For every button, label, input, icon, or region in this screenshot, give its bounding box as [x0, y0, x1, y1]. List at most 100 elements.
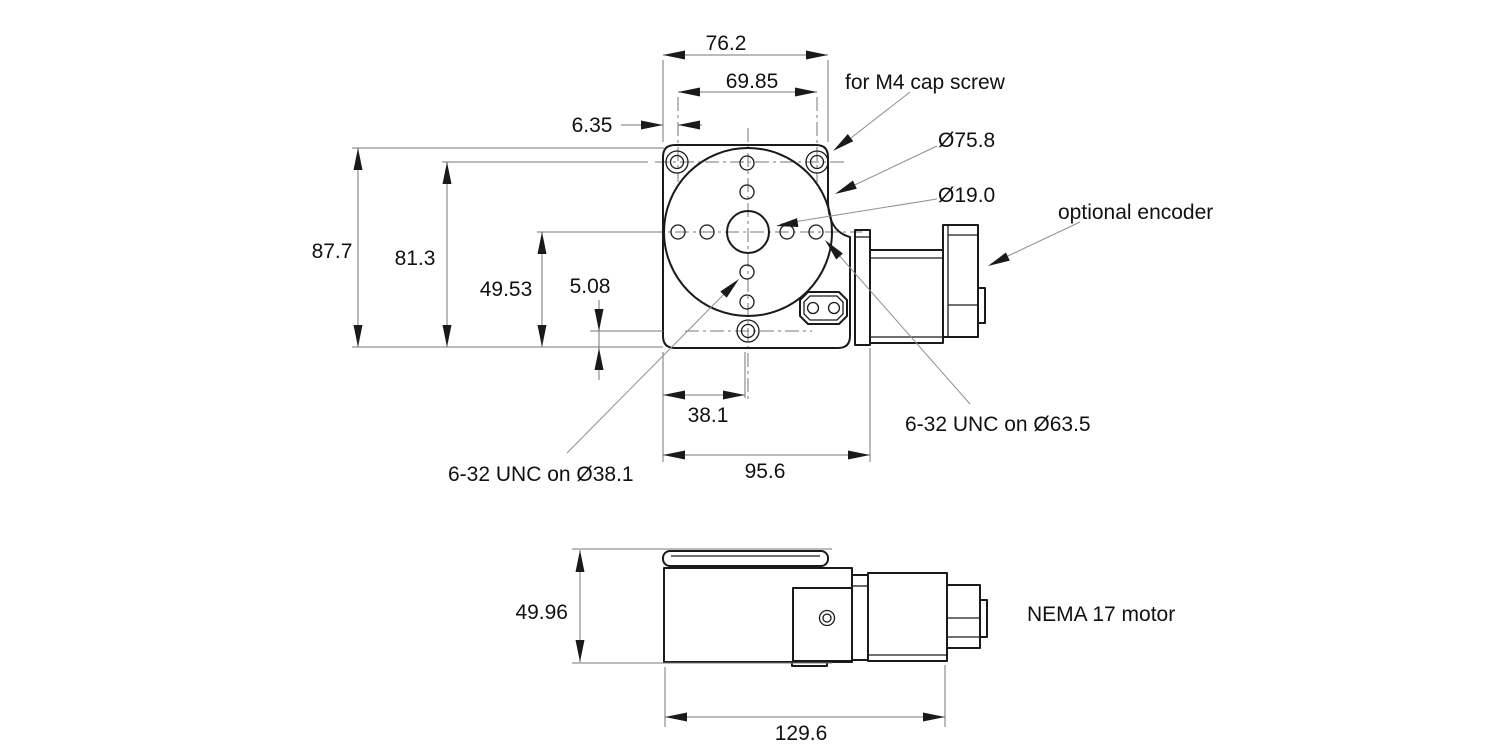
motor-connector — [946, 584, 981, 649]
dim-text-plate-width: 76.2 — [706, 32, 747, 55]
dim-arrow — [795, 87, 817, 97]
dimension-38-1: 38.1 — [663, 390, 745, 427]
dim-arrow — [678, 87, 700, 97]
dim-arrow — [575, 640, 585, 662]
side-view: 49.96 129.6 NEMA 17 motor — [515, 548, 1175, 745]
inner-bolt-hole — [699, 224, 715, 240]
dim-arrow — [442, 162, 452, 184]
cap-screw-hole-inner — [740, 323, 756, 339]
connector-pin — [806, 301, 820, 315]
center-hole — [726, 210, 770, 254]
dim-arrow — [723, 390, 745, 400]
leader-arrow — [988, 252, 1010, 266]
dim-arrow — [537, 325, 547, 347]
dim-text-overall-height: 87.7 — [312, 240, 353, 263]
dim-text-edge-to-center: 38.1 — [688, 404, 729, 427]
connector-port — [799, 291, 848, 325]
outer-bolt-hole — [670, 224, 686, 240]
callout-m4-cap-screw: for M4 cap screw — [833, 71, 1006, 151]
callout-inner-bolt-circle: 6-32 UNC on Ø38.1 — [448, 279, 739, 486]
label-center-hole-diameter: Ø19.0 — [938, 184, 995, 207]
bolt-circle-holes — [670, 155, 824, 310]
dim-arrow — [641, 120, 663, 130]
dim-arrow — [923, 712, 945, 722]
dim-arrow — [537, 232, 547, 254]
cap-screw-hole — [805, 150, 829, 174]
cap-screw-hole — [665, 150, 689, 174]
dimension-49-53: 49.53 — [480, 232, 547, 347]
dim-arrow — [442, 325, 452, 347]
dim-arrow — [594, 348, 604, 370]
dim-arrow — [663, 390, 685, 400]
dim-arrow — [663, 50, 685, 60]
encoder-housing — [942, 224, 979, 338]
callout-platform-diameter: Ø75.8 — [835, 129, 995, 194]
leader-arrow — [825, 240, 843, 260]
dim-text-center-to-base: 49.53 — [480, 278, 533, 301]
connector-outer — [799, 291, 848, 325]
connector-inner — [803, 295, 844, 321]
dimension-69-85: 69.85 — [678, 70, 817, 97]
dimension-5-08: 5.08 — [570, 275, 611, 380]
dim-text-stage-height: 49.96 — [515, 601, 568, 624]
label-platform-diameter: Ø75.8 — [938, 129, 995, 152]
connector-pin — [827, 301, 841, 315]
dim-text-body-length: 95.6 — [745, 460, 786, 483]
dim-text-hole-span: 69.85 — [726, 70, 779, 93]
label-cap-screw: for M4 cap screw — [845, 71, 1006, 94]
dimension-129-6: 129.6 — [665, 712, 945, 745]
dim-arrow — [665, 712, 687, 722]
motor-flange-side — [851, 574, 869, 661]
dim-arrow — [806, 50, 828, 60]
dimension-6-35: 6.35 — [572, 114, 702, 137]
inner-bolt-hole — [739, 184, 755, 200]
top-view: 76.2 69.85 6.35 87.7 81.3 — [312, 32, 1214, 486]
dim-arrow — [594, 309, 604, 331]
dim-arrow — [575, 550, 585, 572]
dim-text-holes-to-base: 81.3 — [395, 247, 436, 270]
callout-optional-encoder: optional encoder — [988, 201, 1213, 266]
label-motor: NEMA 17 motor — [1027, 603, 1175, 626]
leader-arrow — [776, 218, 799, 227]
dim-text-hole-edge-offset: 6.35 — [572, 114, 613, 137]
motor-body-top — [869, 249, 944, 344]
outer-bolt-hole — [739, 155, 755, 171]
label-inner-bolt-circle: 6-32 UNC on Ø38.1 — [448, 463, 634, 486]
dim-arrow — [663, 450, 685, 460]
callout-center-hole-diameter: Ø19.0 — [776, 184, 995, 227]
dim-arrow — [353, 148, 363, 170]
platform-side — [662, 550, 829, 567]
dimension-76-2: 76.2 — [663, 32, 828, 60]
leader-arrow — [833, 134, 854, 151]
bracket-screw-inner — [822, 613, 832, 623]
outer-bolt-hole — [808, 224, 824, 240]
rotation-platform-circle — [663, 147, 833, 317]
motor-body-side — [867, 572, 948, 662]
dimension-87-7: 87.7 — [312, 148, 363, 347]
outer-bolt-hole — [739, 294, 755, 310]
encoder-connector-nub — [977, 287, 986, 324]
cap-screw-hole — [736, 319, 760, 343]
dim-arrow — [353, 325, 363, 347]
bracket-screw — [818, 609, 836, 627]
cap-screw-holes — [665, 150, 829, 343]
dimension-95-6: 95.6 — [663, 450, 870, 483]
dim-text-hole-to-edge: 5.08 — [570, 275, 611, 298]
dimension-81-3: 81.3 — [395, 162, 452, 347]
inner-bolt-hole — [739, 264, 755, 280]
base-step — [791, 662, 828, 667]
callout-outer-bolt-circle: 6-32 UNC on Ø63.5 — [825, 240, 1091, 436]
motor-connector-nub — [979, 599, 988, 638]
stage-plate-outline — [662, 144, 851, 349]
label-outer-bolt-circle: 6-32 UNC on Ø63.5 — [905, 413, 1091, 436]
label-encoder: optional encoder — [1058, 201, 1213, 224]
leader-arrow — [835, 180, 857, 194]
dimension-49-96: 49.96 — [515, 550, 585, 662]
dim-arrow — [678, 120, 700, 130]
cap-screw-hole-inner — [669, 154, 685, 170]
dim-arrow — [848, 450, 870, 460]
dim-text-overall-length: 129.6 — [775, 722, 828, 745]
leader-arrow — [720, 279, 739, 298]
